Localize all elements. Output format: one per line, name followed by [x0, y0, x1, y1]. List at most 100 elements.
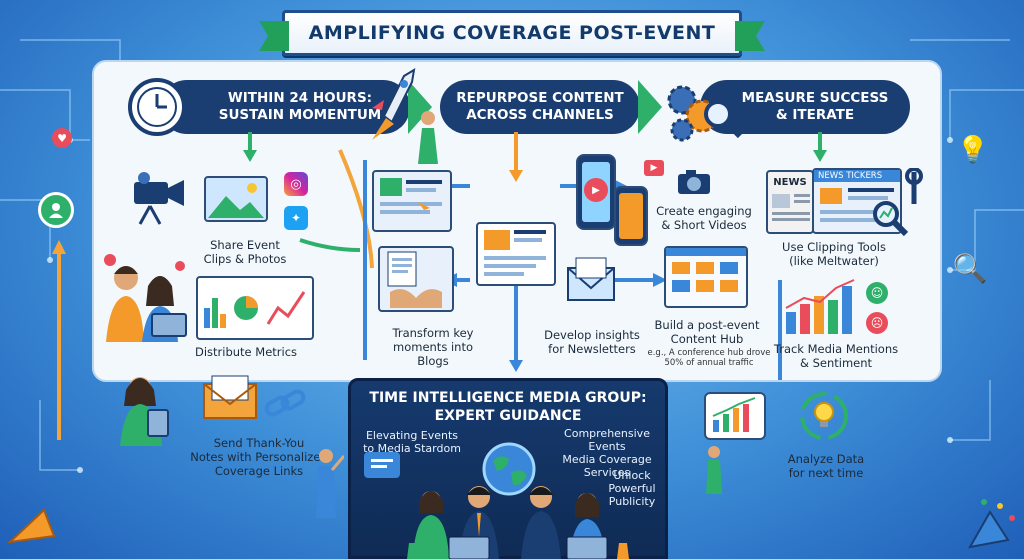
newsletters-line2: for Newsletters [548, 342, 636, 356]
step-label-line2: SUSTAIN MOMENTUM [218, 107, 382, 123]
party-popper-icon [960, 492, 1020, 552]
phone-video: ▶ [576, 154, 616, 230]
twitter-icon: ✦ [284, 206, 308, 230]
laptop-typing [378, 246, 454, 312]
share-line2: Clips & Photos [203, 252, 287, 266]
magnifier-icon [700, 96, 744, 140]
analyze-line2: for next time [788, 466, 864, 480]
sad-face-icon: ☹ [866, 312, 888, 334]
step-label-line1: WITHIN 24 HOURS: [227, 90, 373, 106]
newspaper-headline: NEWS [773, 177, 807, 188]
thanks-line2: Notes with Personalized [190, 450, 328, 464]
rocket-icon [354, 64, 424, 144]
track-line2: & Sentiment [799, 356, 873, 370]
analysis-chart-bubble [704, 392, 766, 440]
camera-icon [676, 168, 712, 196]
step-label-line1: REPURPOSE CONTENT [456, 90, 624, 106]
link-chain-icon [262, 384, 308, 424]
growth-arrow-icon [52, 240, 66, 440]
content-hub-label: Build a post-event Content Hub [648, 318, 766, 346]
step-banner-measure: MEASURE SUCCESS& ITERATE [700, 80, 910, 134]
step-label-line2: ACROSS CHANNELS [466, 107, 614, 123]
distribute-metrics-label: Distribute Metrics [194, 345, 298, 359]
person-pointing-icon [700, 444, 730, 494]
hub-line2: Content Hub [670, 332, 744, 346]
step-label-line1: MEASURE SUCCESS [741, 90, 889, 106]
mentions-bar-chart-icon [782, 276, 862, 336]
woman-with-tablet-illustration [112, 370, 176, 446]
magnifier-icon: 🔍 [952, 251, 988, 285]
videos-line1: Create engaging [656, 204, 752, 218]
phone-person [614, 186, 648, 246]
step-banner-sustain: WITHIN 24 HOURS:SUSTAIN MOMENTUM [160, 80, 410, 134]
idea-cycle-icon [796, 388, 852, 444]
thank-you-notes-label: Send Thank-You Notes with Personalized C… [176, 436, 342, 478]
lightbulb-icon: 💡 [956, 135, 990, 165]
thanks-line3: Coverage Links [214, 464, 304, 478]
guidance-title: TIME INTELLIGENCE MEDIA GROUP: EXPERT GU… [351, 389, 665, 425]
play-icon: ▶ [584, 178, 608, 202]
thanks-line1: Send Thank-You [213, 436, 305, 450]
team-illustration [391, 477, 631, 559]
user-profile-icon [38, 192, 74, 228]
instagram-icon: ◎ [284, 172, 308, 196]
left-line1: Elevating Events [365, 429, 459, 442]
laptop-blog [372, 170, 452, 232]
right-line3: Services [583, 466, 631, 479]
clipping-line2: (like Meltwater) [789, 254, 879, 268]
unlock-line3: Publicity [608, 495, 656, 508]
hub-note2: 50% of annual traffic [664, 358, 754, 368]
track-line1: Track Media Mentions [773, 342, 899, 356]
unlock-publicity-label: Unlock Powerful Publicity [597, 469, 667, 508]
chevron-green-2 [638, 80, 662, 134]
content-hub-window [664, 246, 748, 308]
video-play-icon: ▶ [644, 160, 664, 176]
globe-icon [481, 441, 537, 497]
videos-line2: & Short Videos [661, 218, 747, 232]
photo-stack [204, 176, 268, 222]
videos-label: Create engaging & Short Videos [652, 204, 756, 232]
people-with-laptop-illustration [96, 252, 192, 344]
newsletter-envelope-icon [566, 256, 616, 304]
news-ticker-screen: NEWS TICKERS [812, 168, 902, 234]
smiley-face-icon: ☺ [866, 282, 888, 304]
newsletters-label: Develop insights for Newsletters [534, 328, 650, 356]
presenter-icon [310, 448, 344, 518]
unlock-line1: Unlock [613, 469, 651, 482]
left-line2: to Media Stardom [363, 442, 461, 455]
elevating-events-label: Elevating Events to Media Stardom [357, 429, 467, 455]
blogs-line1: Transform key [392, 326, 474, 340]
video-camera-icon [130, 168, 190, 226]
share-clips-label: Share Event Clips & Photos [190, 238, 300, 266]
clock-icon [128, 78, 186, 136]
guidance-title-line1: TIME INTELLIGENCE MEDIA GROUP: [369, 390, 647, 406]
blogs-label: Transform key moments into Blogs [376, 326, 490, 368]
analyze-data-label: Analyze Data for next time [776, 452, 876, 480]
clipping-line1: Use Clipping Tools [782, 240, 886, 254]
megaphone-icon [4, 490, 64, 550]
share-line1: Share Event [210, 238, 280, 252]
chat-bubble-icon [364, 452, 400, 478]
guidance-title-line2: EXPERT GUIDANCE [434, 408, 582, 424]
heart-icon: ♥ [52, 128, 72, 148]
content-hub-note: e.g., A conference hub drove 50% of annu… [646, 348, 772, 368]
envelope-icon [200, 374, 260, 422]
ticker-text: NEWS TICKERS [818, 171, 883, 181]
expert-guidance-box: TIME INTELLIGENCE MEDIA GROUP: EXPERT GU… [348, 378, 668, 559]
clipping-tools-label: Use Clipping Tools (like Meltwater) [766, 240, 902, 268]
step-label-line2: & ITERATE [775, 107, 855, 123]
track-mentions-label: Track Media Mentions & Sentiment [768, 342, 904, 370]
hub-note1: e.g., A conference hub drove [647, 348, 771, 358]
central-document [476, 222, 556, 286]
newspaper: NEWS [766, 170, 814, 234]
comprehensive-services-label: Comprehensive Events Media Coverage Serv… [547, 427, 667, 479]
hub-line1: Build a post-event [654, 318, 760, 332]
analyze-line1: Analyze Data [787, 452, 865, 466]
metrics-dashboard [196, 276, 314, 340]
wrench-icon [900, 168, 928, 208]
person-on-rocket-icon [410, 108, 446, 164]
title-banner: AMPLIFYING COVERAGE POST-EVENT [259, 10, 765, 56]
newsletters-line1: Develop insights [544, 328, 640, 342]
